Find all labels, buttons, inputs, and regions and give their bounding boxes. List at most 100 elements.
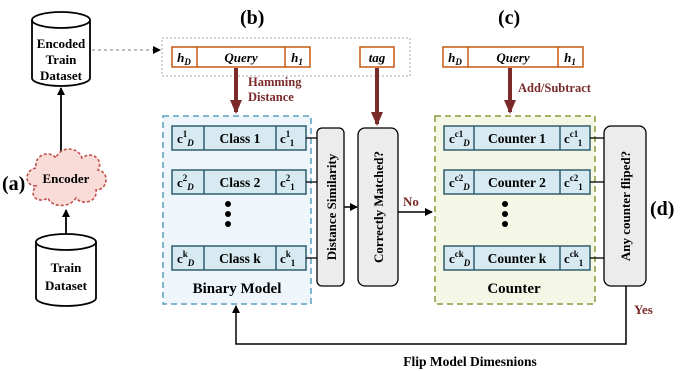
tag-label: tag xyxy=(369,50,386,65)
distance-similarity-label: Distance Similarity xyxy=(324,153,339,260)
hamming-line1: Hamming xyxy=(248,75,302,89)
query-b-label: Query xyxy=(224,50,257,65)
counter-1-label: Counter 1 xyxy=(488,131,546,146)
label-d: (d) xyxy=(650,198,674,220)
svg-text:c11: c11 xyxy=(280,129,295,148)
any-counter-box: Any counter fliped? xyxy=(603,125,647,287)
class-3-right-sub: 1 xyxy=(291,258,296,268)
encoded-dataset-line2: Train xyxy=(46,52,78,67)
class-3-right-base: c xyxy=(280,251,286,266)
add-subtract-label: Add/Subtract xyxy=(518,81,592,95)
binary-model-title: Binary Model xyxy=(193,281,282,297)
flip-feedback-arrow xyxy=(232,286,627,345)
hamming-line2: Distance xyxy=(248,90,294,104)
counter-ellipsis-dot-3 xyxy=(502,221,508,227)
query-c-hd-sub: D xyxy=(454,57,462,67)
tag-box: tag xyxy=(359,46,395,68)
class-3-left-sup: k xyxy=(183,249,188,259)
encoded-dataset-line1: Encoded xyxy=(37,36,86,51)
correctly-matched-box: Correctly Matched? xyxy=(357,127,399,287)
class-1-right-base: c xyxy=(280,131,286,146)
counter-3-left-base: c xyxy=(449,251,455,266)
class-3-left-base: c xyxy=(177,251,183,266)
svg-text:h1: h1 xyxy=(564,50,576,67)
train-dataset-line1: Train xyxy=(51,260,83,275)
counter-2-left-base: c xyxy=(449,175,455,190)
counter-3-right-base: c xyxy=(564,251,570,266)
label-c: (c) xyxy=(498,7,520,29)
counter-title: Counter xyxy=(487,281,541,297)
encoded-dataset-cylinder: Encoded Train Dataset xyxy=(31,11,91,87)
svg-text:cc21: cc21 xyxy=(564,173,583,192)
counter-1-left-sub: D xyxy=(462,138,470,148)
class-3-label: Class k xyxy=(219,251,261,266)
query-b-region xyxy=(161,37,411,77)
yes-label: Yes xyxy=(634,302,653,317)
svg-text:cckD: cckD xyxy=(449,249,471,268)
class-1-right-sub: 1 xyxy=(290,138,295,148)
svg-text:h1: h1 xyxy=(291,50,303,67)
class-2-left-sup: 2 xyxy=(183,173,188,183)
counter-ellipsis-dot-2 xyxy=(502,211,508,217)
class-3-left-sub: D xyxy=(187,258,195,268)
class-1-left-base: c xyxy=(177,131,183,146)
encoded-dataset-line3: Dataset xyxy=(40,68,83,83)
counter-1-right-base: c xyxy=(564,131,570,146)
class-2-right-sup: 2 xyxy=(286,173,291,183)
counter-1-left-base: c xyxy=(449,131,455,146)
counter-2-label: Counter 2 xyxy=(488,175,546,190)
query-c-h1-sub: 1 xyxy=(571,57,576,67)
query-b-hd: h xyxy=(177,50,184,65)
counter-2-right-base: c xyxy=(564,175,570,190)
class-2-right-base: c xyxy=(280,175,286,190)
svg-text:cc1D: cc1D xyxy=(449,129,470,148)
class-3-right-sup: k xyxy=(286,249,291,259)
svg-text:cc2D: cc2D xyxy=(449,173,470,192)
class-1-left-sub: D xyxy=(186,138,194,148)
counter-2-left-sub: D xyxy=(462,182,470,192)
train-dataset-line2: Dataset xyxy=(45,278,88,293)
counter-3-left-sup: ck xyxy=(455,249,464,259)
counter-3-left-sub: D xyxy=(463,258,471,268)
svg-text:hD: hD xyxy=(448,50,462,67)
query-c-hd: h xyxy=(448,50,455,65)
query-b-h1: h xyxy=(291,50,298,65)
counter-1-left-sup: c1 xyxy=(455,129,464,139)
counter-ellipsis-dot-1 xyxy=(502,201,508,207)
class-ellipsis-dot-3 xyxy=(225,221,231,227)
counter-1-right-sub: 1 xyxy=(578,138,583,148)
label-b: (b) xyxy=(240,7,264,29)
train-dataset-cylinder: Train Dataset xyxy=(35,233,97,307)
counter-2-left-sup: c2 xyxy=(455,173,464,183)
query-vector-b: hD Query h1 xyxy=(171,46,311,68)
distance-similarity-box: Distance Similarity xyxy=(316,127,345,287)
svg-text:hD: hD xyxy=(177,50,191,67)
class-1-left-sup: 1 xyxy=(183,129,188,139)
any-counter-label: Any counter fliped? xyxy=(618,151,633,261)
counter-1-right-sup: c1 xyxy=(570,129,579,139)
class-ellipsis-dot-2 xyxy=(225,211,231,217)
query-b-h1-sub: 1 xyxy=(298,57,303,67)
class-2-right-sub: 1 xyxy=(290,182,295,192)
query-c-h1: h xyxy=(564,50,571,65)
counter-2-right-sup: c2 xyxy=(570,173,579,183)
no-label: No xyxy=(403,194,419,209)
query-vector-c: hD Query h1 xyxy=(442,46,584,68)
svg-text:ckD: ckD xyxy=(177,249,195,268)
flip-label: Flip Model Dimesnions xyxy=(403,354,537,369)
class-1-label: Class 1 xyxy=(220,131,261,146)
counter-3-label: Counter k xyxy=(488,251,547,266)
encoder-cloud: Encoder xyxy=(26,148,107,207)
query-c-label: Query xyxy=(496,50,529,65)
query-b-hd-sub: D xyxy=(183,57,191,67)
counter-3-right-sup: ck xyxy=(570,249,579,259)
